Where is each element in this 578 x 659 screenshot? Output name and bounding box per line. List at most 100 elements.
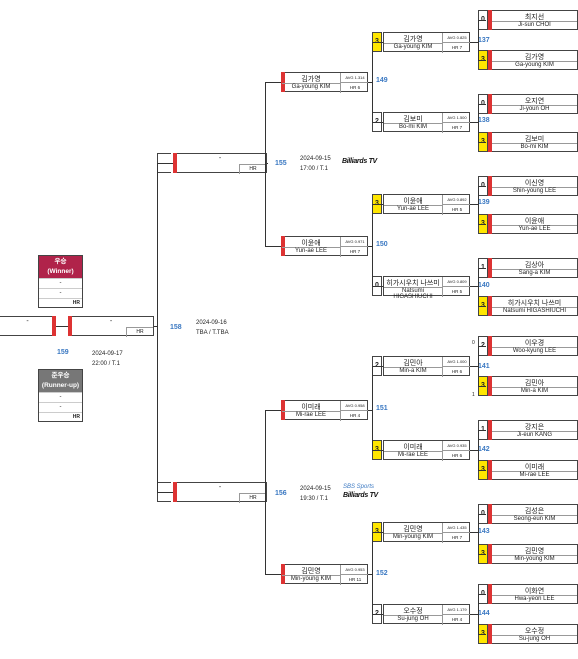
player-box[interactable]: 1김상아Sang-a KIM119 <box>478 258 578 278</box>
player-name-kr: 김상아 <box>524 262 545 269</box>
player-name-kr: 김민영 <box>524 548 545 555</box>
player-box[interactable]: 3김보미Bo-mi KIM116 <box>478 132 578 152</box>
connector-line <box>478 186 479 224</box>
connector-line <box>478 514 486 515</box>
red-marker <box>488 420 492 440</box>
player-name-kr: 김민아 <box>403 360 423 367</box>
connector-line <box>478 386 486 387</box>
schedule-date: 2024-09-15 <box>300 486 331 492</box>
player-box[interactable]: 3김가영Ga-young KIM114 <box>478 50 578 70</box>
red-marker <box>488 336 492 356</box>
billiards-tv-logo: Billiards TV <box>343 492 378 499</box>
avg-cell: AVG 0.825 <box>442 33 471 42</box>
connector-line <box>478 104 486 105</box>
red-marker <box>281 564 285 584</box>
connector-line <box>478 268 486 269</box>
player-name-kr: 김보미 <box>403 116 423 123</box>
connector-line <box>368 574 373 575</box>
hr-cell: HR 5 <box>442 204 471 215</box>
final-outer-box[interactable]: - <box>0 316 56 336</box>
player-box[interactable]: 0이신영Shin-young LEE117 <box>478 176 578 196</box>
avg-cell: AVG 1.500 <box>442 113 471 122</box>
final-inner-box[interactable]: - HR <box>68 316 154 337</box>
red-marker <box>281 400 285 420</box>
connector-line <box>372 204 383 205</box>
sbs-sports-logo: SBS Sports <box>343 484 375 490</box>
player-box[interactable]: 3김민아Min-a KIM122 <box>478 376 578 396</box>
connector-line <box>478 594 486 595</box>
connector-line <box>478 60 486 61</box>
match-number: 140 <box>478 282 490 289</box>
connector-line <box>478 306 486 307</box>
player-name-kr: 오지연 <box>524 98 545 105</box>
player-name-en: Min-young KIM <box>384 533 442 540</box>
player-name-en: Bo-mi KIM <box>492 143 577 150</box>
connector-line <box>372 450 383 451</box>
avg-cell: AVG 0.935 <box>442 441 471 450</box>
player-box[interactable]: 0김성은Seong-eun KIM125 <box>478 504 578 524</box>
avg-cell: AVG 1.000 <box>442 357 471 366</box>
tiny-score-b: 1 <box>472 392 475 398</box>
hr-cell: HR 7 <box>442 42 471 53</box>
red-marker <box>52 316 56 336</box>
player-name-kr: 김보미 <box>524 136 545 143</box>
connector-line <box>470 366 479 367</box>
match-number-158: 158 <box>170 324 182 331</box>
red-marker <box>488 10 492 30</box>
avg-cell: AVG 0.809 <box>442 277 471 286</box>
avg-cell: AVG 1.179 <box>442 605 471 614</box>
connector-line <box>478 186 486 187</box>
player-name-en: Shin-young LEE <box>492 187 577 194</box>
connector-line <box>478 268 479 306</box>
connector-line <box>478 430 486 431</box>
red-marker <box>488 50 492 70</box>
red-marker <box>488 544 492 564</box>
player-box[interactable]: 3이윤애Yun-ae LEE118 <box>478 214 578 234</box>
player-name-kr: 김민영 <box>403 526 423 533</box>
player-name-kr: 최지선 <box>524 14 545 21</box>
connector-line <box>470 204 479 205</box>
red-marker <box>488 504 492 524</box>
player-box[interactable]: 1강지은Ji-eun KANG123 <box>478 420 578 440</box>
connector-line <box>470 614 479 615</box>
match-number: 139 <box>478 199 490 206</box>
player-box[interactable]: 0이화연Hwa-yeon LEE127 <box>478 584 578 604</box>
player-name-en: Sang-a KIM <box>492 269 577 276</box>
schedule-158: 2024-09-16 TBA / T.TBA <box>196 318 229 338</box>
connector-line <box>372 42 383 43</box>
player-name-en: Ji-sun CHOI <box>492 21 577 28</box>
player-box[interactable]: 3김민영Min-young KIM126 <box>478 544 578 564</box>
semifinal-bottom-box[interactable]: - HR <box>157 482 267 503</box>
player-box[interactable]: 2이우경Woo-kyung LEE121 <box>478 336 578 356</box>
player-name-en: Natsumi HIGASHIUCHI <box>492 307 577 314</box>
connector-line <box>470 122 479 123</box>
player-name: - <box>218 484 222 491</box>
player-name-kr: 오수정 <box>403 608 423 615</box>
winner-header: 우승 (Winner) <box>39 256 82 278</box>
hr-cell: HR <box>239 164 266 174</box>
player-box[interactable]: 0오지연Ji-youn OH115 <box>478 94 578 114</box>
player-name-kr: 이미래 <box>301 404 321 411</box>
semifinal-top-box[interactable]: - HR <box>157 153 267 174</box>
red-marker <box>488 94 492 114</box>
player-box[interactable]: 3이미래Mi-rae LEE124 <box>478 460 578 480</box>
avg-cell: AVG 1.435 <box>442 523 471 532</box>
player-box[interactable]: 0최지선Ji-sun CHOI113 <box>478 10 578 30</box>
player-name-kr: 이우경 <box>524 340 545 347</box>
player-name-kr: 이윤애 <box>301 240 321 247</box>
connector-line <box>265 82 281 83</box>
